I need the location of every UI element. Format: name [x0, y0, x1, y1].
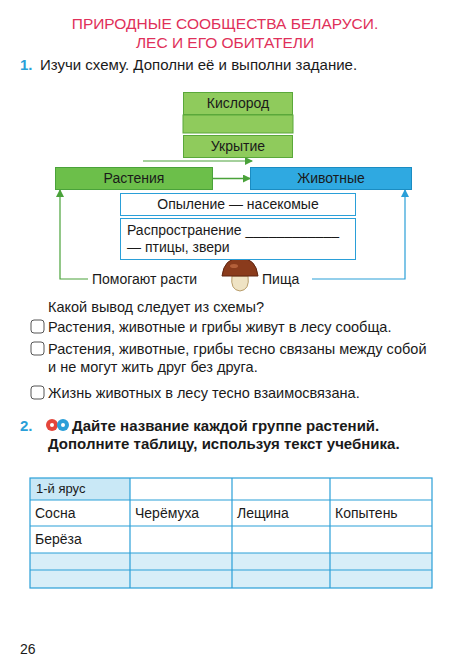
link-line	[143, 160, 252, 161]
animals-band: Животные	[250, 167, 412, 190]
plants-band: Растения	[55, 167, 213, 190]
question-text: Какой вывод следует из схемы?	[48, 298, 428, 316]
relation-box: Опыление — насекомые	[120, 193, 356, 216]
table-grid	[30, 478, 432, 588]
connector-arrow	[213, 178, 250, 179]
diagram-label: Помогают расти	[92, 270, 220, 288]
empty-answer-box	[183, 115, 293, 133]
node-text: Укрытие	[211, 138, 265, 155]
pair-icon	[46, 419, 69, 431]
return-line-left	[60, 190, 88, 279]
table-cell: Сосна	[35, 504, 128, 522]
task-number: 2.	[20, 417, 40, 435]
page-number: 26	[20, 640, 60, 658]
checkbox	[31, 320, 44, 333]
node-text: Растения	[104, 170, 165, 187]
answer-option: Растения, животные, грибы тесно связаны …	[48, 340, 433, 376]
page-title: ПРИРОДНЫЕ СООБЩЕСТВА БЕЛАРУСИ. ЛЕС И ЕГО…	[70, 14, 380, 52]
table-cell: Берёза	[35, 530, 128, 548]
node-text: Животные	[297, 170, 365, 187]
task-text: Дайте название каждой группе растений. Д…	[48, 417, 436, 453]
checkbox	[31, 342, 44, 355]
task-number: 1.	[20, 56, 40, 74]
answer-option: Жизнь животных в лесу тесно взаимосвязан…	[48, 384, 433, 402]
table-cell: Черёмуха	[135, 504, 230, 522]
answer-option: Растения, животные и грибы живут в лесу …	[48, 318, 433, 336]
node-text: Опыление — насекомые	[157, 196, 318, 213]
green-box: Кислород	[183, 92, 293, 115]
node-text: Кислород	[207, 95, 270, 112]
table-cell: Копытень	[335, 504, 430, 522]
green-box: Укрытие	[183, 135, 293, 158]
task-text: Изучи схему. Дополни её и выполни задани…	[40, 56, 430, 74]
mushroom-picture	[222, 258, 258, 291]
table-header: 1-й ярус	[36, 480, 128, 498]
table-cell: Лещина	[237, 504, 328, 522]
diagram-label: Пища	[262, 270, 310, 288]
node-text: Распространение ____________ — птицы, зв…	[127, 222, 349, 256]
relation-box: Распространение ____________ — птицы, зв…	[120, 218, 356, 260]
checkbox	[31, 386, 44, 399]
